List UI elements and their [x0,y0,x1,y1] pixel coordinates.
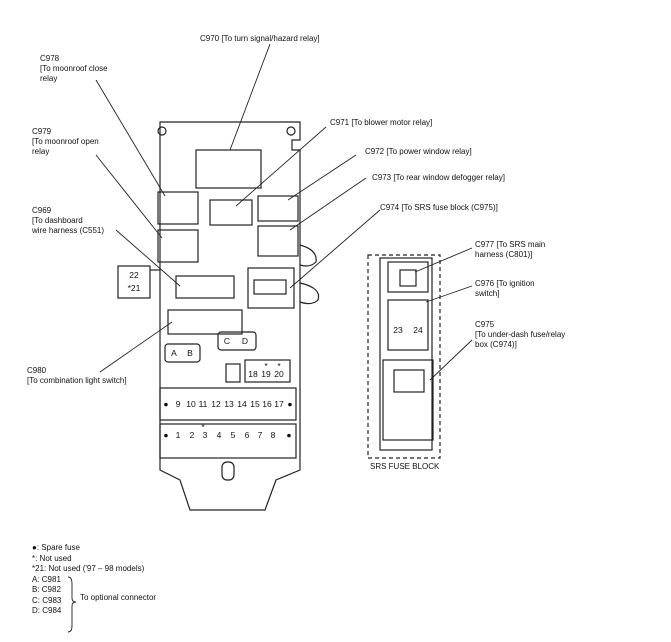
fuse-row-top [159,387,297,421]
relay-c970 [195,149,262,189]
fuse-star-3: * [201,422,205,432]
legend-c: C: C983 [32,595,62,605]
label-c969: C969 [To dashboard wire harness (C551) [32,206,105,235]
fuse-22: 22 [129,270,139,280]
legend-a: A: C981 [32,574,61,584]
label-c972: C972 [To power window relay] [365,147,472,156]
srs-block-title: SRS FUSE BLOCK [370,462,440,471]
fuse-star-20: * [277,361,281,371]
optional-d: D [241,336,249,346]
spare-dot: ● [163,399,169,409]
legend-optional: To optional connector [80,593,157,602]
fuse-9: 9 [175,399,181,409]
fuse-16: 16 [262,399,272,409]
fuse-10: 10 [186,399,196,409]
fuse-13: 13 [224,399,234,409]
fuse-19: 19 [261,369,271,379]
side-fuse-block [117,265,151,299]
optional-a: A [171,348,177,358]
connector-c980 [167,309,243,335]
legend-spare: ●: Spare fuse [32,543,80,552]
fuse-2: 2 [189,430,195,440]
fuse-6: 6 [244,430,250,440]
fuse-17: 17 [274,399,284,409]
label-c971: C971 [To blower motor relay] [330,118,433,127]
relay-c978 [157,191,199,225]
label-c977: C977 [To SRS main harness (C801)] [475,240,546,259]
fuse-21: *21 [127,283,141,293]
spare-dot: ● [287,399,293,409]
label-c978: C978 [To moonroof close relay [40,54,108,83]
fuse-23: 23 [393,325,403,335]
spare-dot: ● [286,430,292,440]
label-c970: C970 [To turn signal/hazard relay] [200,34,320,43]
fuse-24: 24 [413,325,423,335]
legend: ●: Spare fuse*: Not used*21: Not used ('… [32,543,144,617]
label-c974: C974 [To SRS fuse block (C975)] [380,203,498,212]
label-c976: C976 [To ignition switch] [475,279,535,298]
label-c973: C973 [To rear window defogger relay] [372,173,505,182]
label-c980: C980 [To combination light switch] [27,366,127,385]
optional-c: C [223,336,231,346]
fuse-15: 15 [250,399,260,409]
optional-connector-ab [164,343,201,363]
fuse-5: 5 [230,430,236,440]
legend-not-used: *: Not used [32,553,72,563]
fuse-7: 7 [257,430,263,440]
fuse-14: 14 [237,399,247,409]
fuse-8: 8 [270,430,276,440]
relay-c972 [257,195,299,222]
label-c979: C979 [To moonroof open relay [32,127,99,156]
optional-connector-cd [217,331,257,351]
srs-fuse-block [367,254,441,459]
fuse-box-outline [159,121,301,511]
relay-c971 [209,199,253,226]
relay-c973 [257,225,299,257]
legend-not-used-21: *21: Not used ('97 – 98 models) [32,564,145,573]
spare-dot: ● [163,430,169,440]
legend-d: D: C984 [32,606,62,615]
relay-c969-area [157,229,199,263]
fuse-star-19: * [264,361,268,371]
connector-c969 [175,275,235,299]
label-c975: C975 [To under-dash fuse/relay box (C974… [475,320,566,349]
fuse-4: 4 [216,430,222,440]
fuse-12: 12 [211,399,221,409]
fuse-20: 20 [274,369,284,379]
fuse-1: 1 [175,430,181,440]
fuse-11: 11 [198,399,208,409]
fuse-3: 3 [202,430,208,440]
fuse-row-bottom [159,423,297,459]
connector-c974 [247,267,295,309]
legend-b: B: C982 [32,585,61,594]
optional-b: B [187,348,193,358]
fuse-18: 18 [248,369,258,379]
